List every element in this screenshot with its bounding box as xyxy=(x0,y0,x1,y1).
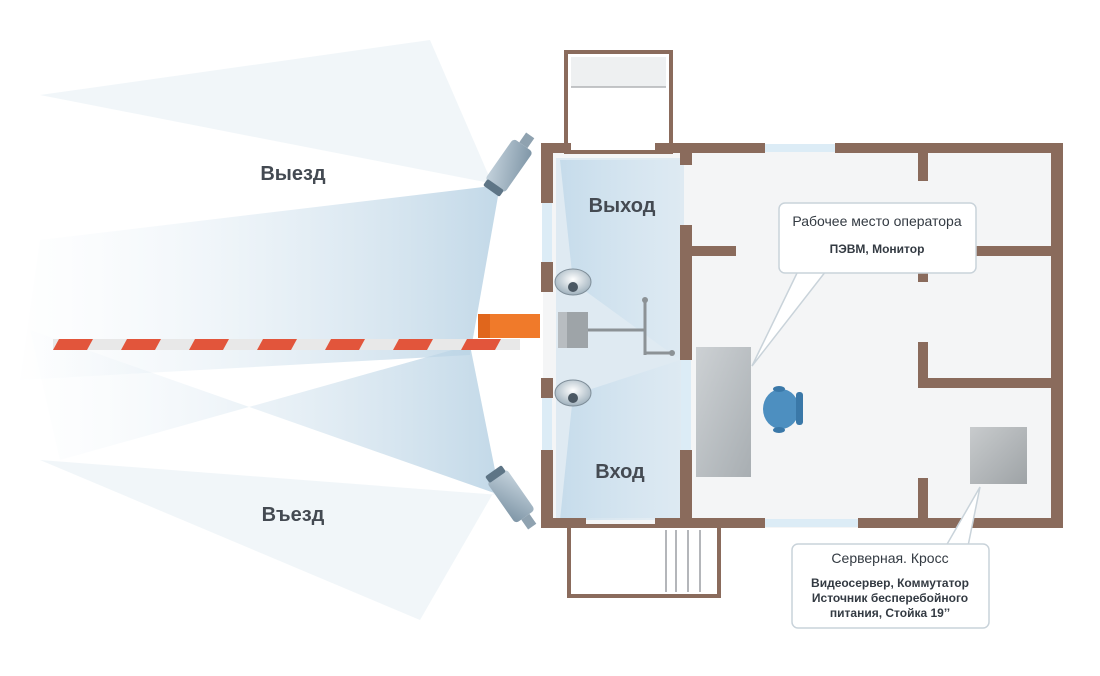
barrier-stripe xyxy=(393,339,433,350)
office-chair-icon xyxy=(763,386,803,433)
exit-passage-label: Выход xyxy=(589,195,656,217)
entry-road-label: Въезд xyxy=(262,504,325,526)
entry-passage-label: Вход xyxy=(595,461,645,483)
server-callout-line: питания, Стойка 19’’ xyxy=(830,606,950,620)
server-callout-line: Видеосервер, Коммутатор xyxy=(811,576,969,590)
server-rack-icon xyxy=(970,427,1027,484)
turnstile-icon xyxy=(558,297,675,356)
barrier-stripe xyxy=(53,339,93,350)
barrier-motor-side xyxy=(478,314,490,338)
operator-callout-line: ПЭВМ, Монитор xyxy=(830,242,925,256)
barrier-stripe xyxy=(325,339,365,350)
operator-callout: Рабочее место оператора ПЭВМ, Монитор xyxy=(778,202,977,274)
barrier-stripe xyxy=(461,339,501,350)
server-callout-line: Источник бесперебойного xyxy=(812,591,968,605)
cctv-camera-icon xyxy=(483,132,535,197)
exit-camera-view xyxy=(20,40,500,380)
dome-camera-view-top xyxy=(560,160,680,360)
dome-camera-view-bottom xyxy=(560,360,680,520)
dome-camera-icon xyxy=(554,379,592,407)
entry-camera-view xyxy=(30,330,500,620)
operator-desk xyxy=(696,347,751,477)
bottom-annex xyxy=(567,524,721,598)
server-callout-title: Серверная. Кросс xyxy=(831,550,948,566)
barrier-stripe xyxy=(121,339,161,350)
barrier-arm xyxy=(53,339,520,350)
operator-callout-title: Рабочее место оператора xyxy=(792,213,961,229)
barrier-stripe xyxy=(257,339,297,350)
top-annex xyxy=(564,50,673,154)
cctv-camera-icon xyxy=(485,465,537,530)
exit-road-label: Выезд xyxy=(260,163,326,185)
dome-camera-icon xyxy=(554,268,592,296)
windows xyxy=(542,144,858,527)
barrier-stripe xyxy=(189,339,229,350)
server-callout: Серверная. Кросс Видеосервер, Коммутатор… xyxy=(791,543,990,629)
